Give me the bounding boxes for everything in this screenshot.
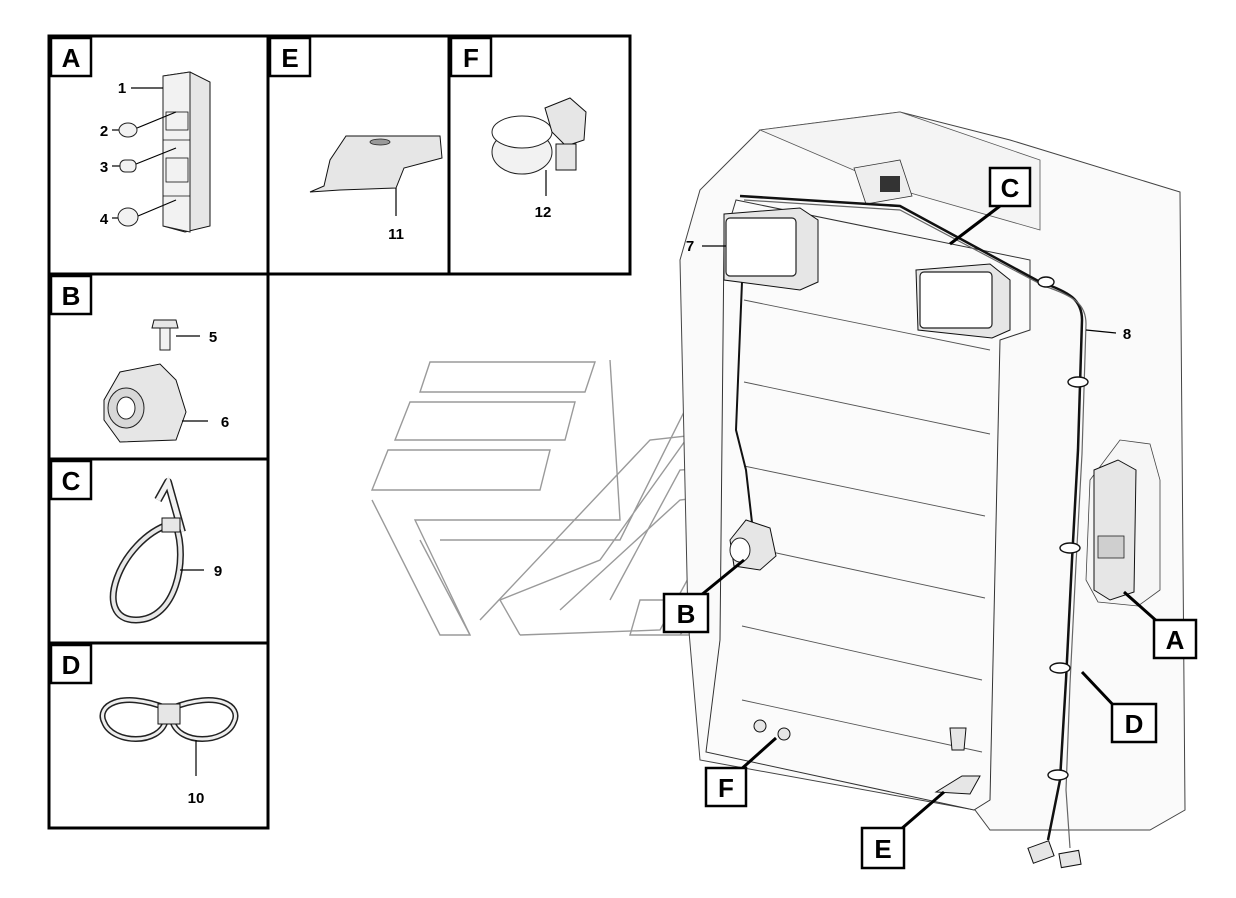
- bulb-4-illustration: [112, 207, 139, 227]
- panel-c-label: C: [49, 459, 93, 501]
- part-number-8: 8: [1123, 326, 1131, 343]
- part-number-7: 7: [686, 238, 694, 255]
- part-number-12: 12: [535, 204, 552, 221]
- part-number-2: 2: [100, 123, 108, 140]
- panel-a-label: A: [49, 36, 93, 78]
- part-number-6: 6: [221, 414, 229, 431]
- bracket-illustration: [309, 135, 443, 216]
- bolt-illustration: [151, 319, 200, 351]
- double-clip-illustration: [99, 697, 239, 776]
- part-number-3: 3: [100, 159, 108, 176]
- svg-text:D: D: [1125, 709, 1144, 739]
- part-number-9: 9: [214, 563, 222, 580]
- lamp-housing-illustration: [162, 71, 211, 233]
- camera-mount-illustration: [103, 363, 208, 443]
- callout-e: E: [860, 790, 945, 870]
- rear-panel-assembly: [679, 111, 1186, 869]
- part-number-10: 10: [188, 790, 205, 807]
- panel-f-label: F: [449, 36, 493, 78]
- svg-text:F: F: [718, 773, 734, 803]
- part-number-5: 5: [209, 329, 217, 346]
- part-number-4: 4: [100, 211, 109, 228]
- svg-text:A: A: [1166, 625, 1185, 655]
- cable-tie-illustration: [109, 475, 204, 624]
- callout-b: B: [662, 558, 745, 634]
- svg-text:B: B: [62, 281, 81, 311]
- panel-grid: [47, 34, 632, 830]
- callout-c: C: [949, 166, 1032, 246]
- bulb-3-illustration: [112, 159, 137, 173]
- callout-a: A: [1123, 590, 1198, 660]
- svg-text:B: B: [677, 599, 696, 629]
- clamp-illustration: [491, 97, 587, 196]
- panel-d-label: D: [49, 643, 93, 685]
- svg-text:F: F: [463, 43, 479, 73]
- callout-d: D: [1080, 670, 1158, 744]
- callout-f: F: [704, 736, 778, 808]
- svg-text:E: E: [874, 834, 891, 864]
- svg-text:C: C: [62, 466, 81, 496]
- svg-text:A: A: [62, 43, 81, 73]
- panel-b-label: B: [49, 274, 93, 316]
- svg-text:E: E: [281, 43, 298, 73]
- part-number-1: 1: [118, 80, 126, 97]
- part-number-11: 11: [388, 226, 404, 243]
- panel-e-label: E: [268, 36, 312, 78]
- bulb-2-illustration: [112, 122, 138, 138]
- svg-text:D: D: [62, 650, 81, 680]
- svg-text:C: C: [1001, 173, 1020, 203]
